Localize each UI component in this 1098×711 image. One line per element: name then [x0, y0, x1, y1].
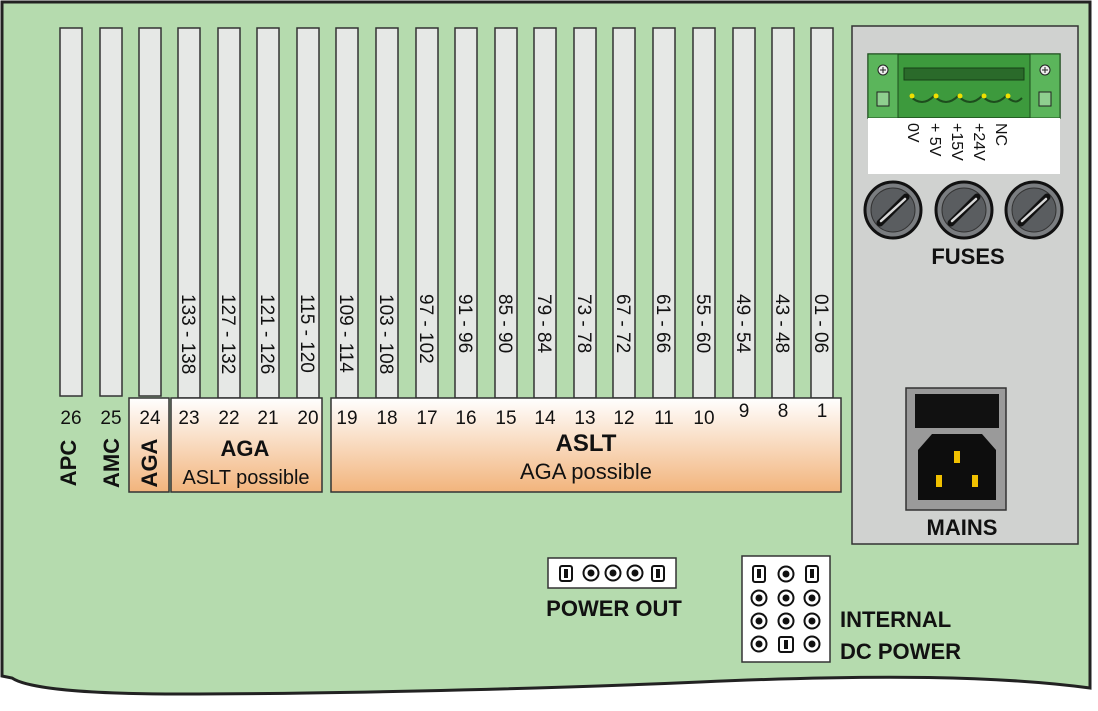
slot-number: 17 — [416, 408, 437, 429]
slot-range: 115 - 120 — [296, 294, 317, 373]
slot-range: 85 - 90 — [494, 294, 515, 353]
slot-number: 13 — [574, 408, 595, 429]
slot-range: 91 - 96 — [454, 294, 475, 353]
internal-dc-power-label-2: DC POWER — [840, 639, 961, 664]
amc-label: AMC — [99, 438, 124, 488]
terminal-pin-label: NC — [992, 123, 1009, 146]
aga-single-box — [128, 397, 170, 493]
slot-range: 55 - 60 — [692, 294, 713, 353]
fuse-holder — [863, 180, 923, 240]
aslt-group-box — [330, 397, 842, 493]
internal-dc-power-label-1: INTERNAL — [840, 607, 951, 632]
slot-number: 10 — [693, 408, 714, 429]
terminal-label-strip — [868, 118, 1060, 174]
fuse-holders — [863, 180, 1064, 240]
slot-range: 127 - 132 — [217, 294, 238, 374]
aslt-group-subtitle: AGA possible — [520, 459, 652, 484]
slot-number: 23 — [178, 408, 199, 429]
mains-label: MAINS — [927, 515, 998, 540]
apc-label: APC — [56, 440, 81, 487]
slot-number: 18 — [376, 408, 397, 429]
mains-socket — [905, 387, 1007, 511]
slot-range: 133 - 138 — [177, 294, 198, 374]
slot-number: 24 — [139, 408, 161, 429]
slot-range: 109 - 114 — [335, 294, 356, 373]
fuses-label: FUSES — [931, 244, 1004, 269]
slot-range: 79 - 84 — [533, 294, 554, 354]
slot-number: 20 — [297, 408, 318, 429]
fuse-holder — [1004, 180, 1064, 240]
aga-single-label: AGA — [137, 438, 162, 487]
power-out-label: POWER OUT — [546, 596, 682, 621]
aga-group-title: AGA — [221, 436, 270, 461]
slot-range: 61 - 66 — [652, 294, 673, 353]
internal-dc-power-connector — [741, 555, 831, 663]
slot-24 — [138, 27, 162, 397]
slot-number: 19 — [336, 408, 357, 429]
slot-range: 43 - 48 — [771, 294, 792, 353]
aga-group-box — [170, 397, 323, 493]
slot-number: 8 — [778, 401, 789, 422]
terminal-pin-label: 0V — [904, 123, 921, 143]
slot-number: 9 — [739, 401, 750, 422]
slot-number: 25 — [100, 408, 121, 429]
terminal-pin-label: + 5V — [926, 123, 943, 157]
slot-number: 1 — [817, 401, 828, 422]
terminal-pin-labels: 0V + 5V +15V +24V NC — [904, 123, 1009, 161]
slot-number: 15 — [495, 408, 516, 429]
slot-range: 67 - 72 — [612, 294, 633, 353]
slot-number: 12 — [613, 408, 634, 429]
slot-number: 11 — [654, 408, 674, 429]
slot-number: 14 — [534, 408, 556, 429]
fuse-holder — [934, 180, 994, 240]
slot-number: 22 — [218, 408, 239, 429]
slot-26 — [59, 27, 83, 397]
slot-range: 103 - 108 — [375, 294, 396, 374]
slot-range: 73 - 78 — [573, 294, 594, 353]
slot-25 — [99, 27, 123, 397]
terminal-pin-label: +15V — [948, 123, 965, 161]
slot-numbers: 26 25 24 23 133 - 138 22 127 - 132 21 121 - 126 2… — [60, 294, 831, 429]
slot-number: 21 — [257, 408, 278, 429]
slot-range: 01 - 06 — [810, 294, 831, 353]
slot-range: 97 - 102 — [415, 294, 436, 364]
terminal-pin-label: +24V — [970, 123, 987, 161]
aga-group-subtitle: ASLT possible — [182, 467, 309, 489]
power-out-connector — [547, 557, 677, 589]
slot-number: 26 — [60, 408, 81, 429]
terminal-block — [867, 53, 1061, 119]
slot-range: 121 - 126 — [256, 294, 277, 374]
slot-range: 49 - 54 — [732, 294, 753, 354]
card-slots — [59, 27, 834, 399]
slot-number: 16 — [455, 408, 476, 429]
aslt-group-title: ASLT — [556, 430, 617, 457]
